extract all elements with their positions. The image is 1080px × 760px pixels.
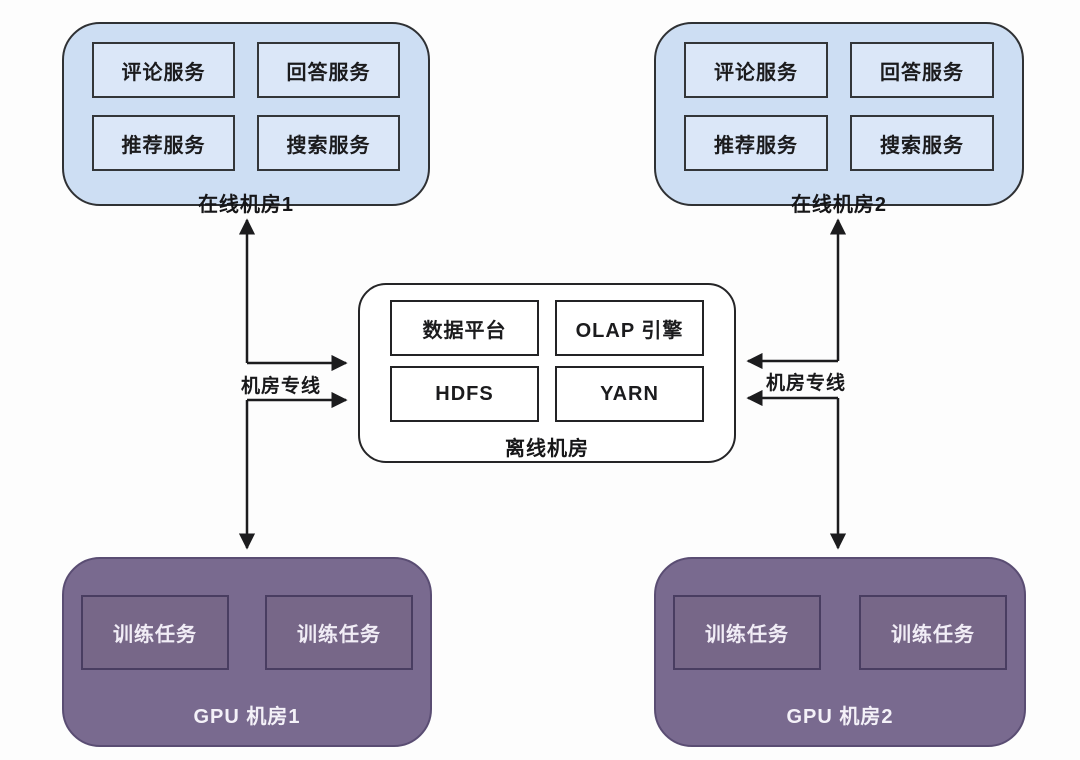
task-box-training: 训练任务 bbox=[859, 595, 1007, 670]
service-box-olap: OLAP 引擎 bbox=[555, 300, 704, 356]
edge-label-dedicated-line-right: 机房专线 bbox=[765, 373, 846, 394]
service-box-answer: 回答服务 bbox=[850, 42, 994, 98]
node-caption: 离线机房 bbox=[505, 438, 589, 460]
service-box-comment: 评论服务 bbox=[92, 42, 235, 98]
node-online-dc1: 评论服务 回答服务 推荐服务 搜索服务 在线机房1 bbox=[62, 22, 430, 216]
service-box-yarn: YARN bbox=[555, 366, 704, 422]
node-gpu-dc2: 训练任务 训练任务 GPU 机房2 bbox=[654, 557, 1026, 747]
service-box-search: 搜索服务 bbox=[257, 115, 400, 171]
node-caption: 在线机房1 bbox=[197, 194, 295, 216]
task-box-training: 训练任务 bbox=[673, 595, 821, 670]
service-box-search: 搜索服务 bbox=[850, 115, 994, 171]
edge-label-dedicated-line-left: 机房专线 bbox=[240, 376, 321, 397]
node-caption: 在线机房2 bbox=[790, 194, 888, 216]
service-row: 评论服务 回答服务 bbox=[684, 42, 994, 98]
service-box-hdfs: HDFS bbox=[390, 366, 539, 422]
node-online-dc2: 评论服务 回答服务 推荐服务 搜索服务 在线机房2 bbox=[654, 22, 1024, 216]
node-gpu-dc1: 训练任务 训练任务 GPU 机房1 bbox=[62, 557, 432, 747]
task-box-training: 训练任务 bbox=[81, 595, 229, 670]
node-offline-dc: 数据平台 OLAP 引擎 HDFS YARN 离线机房 bbox=[358, 283, 736, 463]
service-box-answer: 回答服务 bbox=[257, 42, 400, 98]
service-box-recommend: 推荐服务 bbox=[92, 115, 235, 171]
service-row: 推荐服务 搜索服务 bbox=[92, 115, 400, 171]
task-box-training: 训练任务 bbox=[265, 595, 413, 670]
service-box-comment: 评论服务 bbox=[684, 42, 828, 98]
task-row: 训练任务 训练任务 bbox=[81, 595, 413, 670]
service-row: 数据平台 OLAP 引擎 bbox=[390, 300, 704, 356]
service-box-recommend: 推荐服务 bbox=[684, 115, 828, 171]
task-row: 训练任务 训练任务 bbox=[673, 595, 1007, 670]
service-row: 推荐服务 搜索服务 bbox=[684, 115, 994, 171]
service-row: 评论服务 回答服务 bbox=[92, 42, 400, 98]
node-caption: GPU 机房1 bbox=[193, 706, 301, 728]
service-row: HDFS YARN bbox=[390, 366, 704, 422]
service-box-data-platform: 数据平台 bbox=[390, 300, 539, 356]
node-caption: GPU 机房2 bbox=[786, 706, 894, 728]
